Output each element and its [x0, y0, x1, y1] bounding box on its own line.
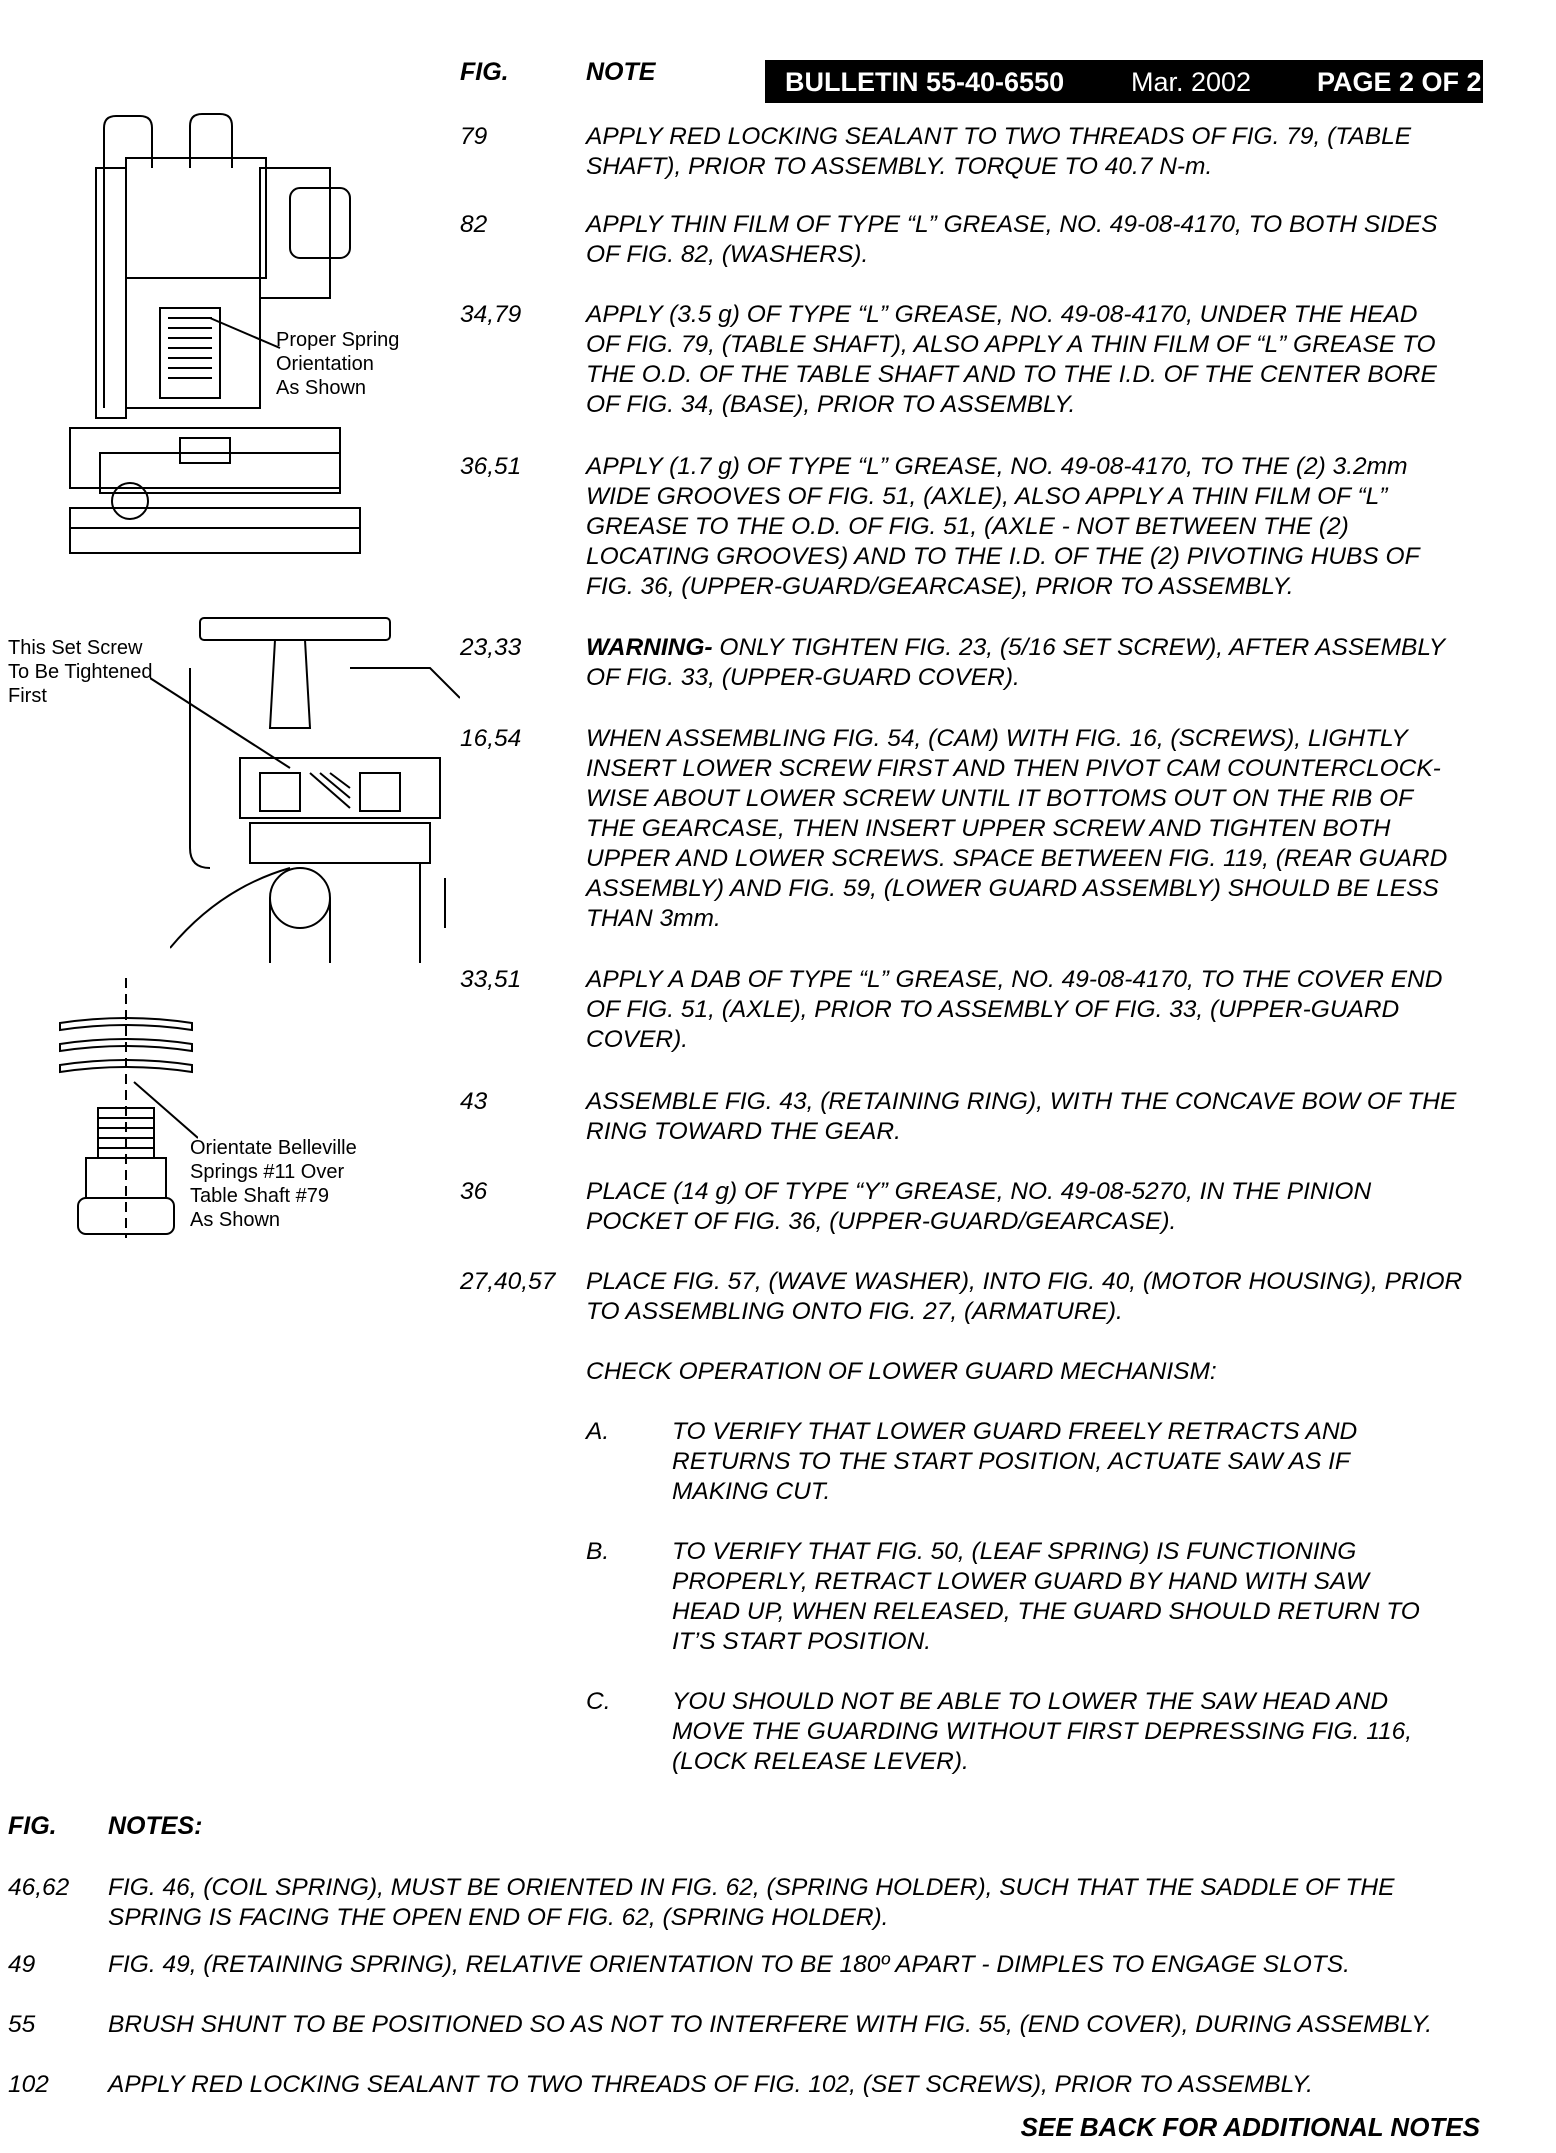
bottom-fig-46-62: 46,62: [8, 1874, 70, 1901]
check-item-c-text: YOU SHOULD NOT BE ABLE TO LOWER THE SAW …: [672, 1688, 1413, 1775]
note-text-79: APPLY RED LOCKING SEALANT TO TWO THREADS…: [586, 123, 1412, 180]
bulletin-number: BULLETIN 55-40-6550: [785, 67, 1065, 97]
note-fig-79: 79: [460, 123, 488, 150]
belleville-springs-illustration: [59, 978, 198, 1238]
bottom-fig-49: 49: [8, 1951, 36, 1978]
note-fig-34-79: 34,79: [460, 301, 522, 328]
note-text-82: APPLY THIN FILM OF TYPE “L” GREASE, NO. …: [586, 211, 1438, 268]
spring-orientation-caption: Proper Spring Orientation As Shown: [276, 329, 400, 399]
bottom-fig-55: 55: [8, 2011, 36, 2038]
note-fig-27-40-57: 27,40,57: [460, 1268, 556, 1295]
note-text-36: PLACE (14 g) OF TYPE “Y” GREASE, NO. 49-…: [586, 1178, 1372, 1235]
bulletin-banner: BULLETIN 55-40-6550 Mar. 2002 PAGE 2 OF …: [765, 60, 1483, 103]
check-item-a-text: TO VERIFY THAT LOWER GUARD FREELY RETRAC…: [672, 1418, 1358, 1505]
page-number: PAGE 2 OF 2: [1317, 67, 1482, 97]
note-text-34-79: APPLY (3.5 g) OF TYPE “L” GREASE, NO. 49…: [586, 301, 1437, 418]
note-text-33-51: APPLY A DAB OF TYPE “L” GREASE, NO. 49-0…: [586, 966, 1443, 1053]
note-fig-36: 36: [460, 1178, 488, 1205]
fig-column-label: FIG.: [460, 58, 509, 86]
note-text-36-51: APPLY (1.7 g) OF TYPE “L” GREASE, NO. 49…: [586, 453, 1420, 600]
bottom-note-102: APPLY RED LOCKING SEALANT TO TWO THREADS…: [108, 2071, 1313, 2098]
belleville-caption: Orientate Belleville Springs #11 Over Ta…: [190, 1137, 357, 1231]
note-fig-82: 82: [460, 211, 488, 238]
note-fig-23-33: 23,33: [460, 634, 522, 661]
note-column-label: NOTE: [586, 58, 656, 86]
check-item-b-text: TO VERIFY THAT FIG. 50, (LEAF SPRING) IS…: [672, 1538, 1420, 1655]
check-item-c-letter: C.: [586, 1688, 611, 1715]
bottom-fig-102: 102: [8, 2071, 49, 2098]
note-fig-16-54: 16,54: [460, 725, 522, 752]
check-item-a-letter: A.: [586, 1418, 610, 1445]
warning-label: WARNING-: [586, 634, 713, 661]
note-fig-33-51: 33,51: [460, 966, 522, 993]
bottom-note-55: BRUSH SHUNT TO BE POSITIONED SO AS NOT T…: [108, 2011, 1433, 2038]
saw-head-spring-illustration: [69, 113, 361, 554]
check-heading: CHECK OPERATION OF LOWER GUARD MECHANISM…: [586, 1358, 1217, 1385]
set-screw-illustration: [170, 617, 460, 963]
note-text-16-54: WHEN ASSEMBLING FIG. 54, (CAM) WITH FIG.…: [586, 725, 1448, 932]
footer-see-back: SEE BACK FOR ADDITIONAL NOTES: [1020, 2112, 1480, 2142]
set-screw-caption: This Set Screw To Be Tightened First: [8, 637, 153, 707]
bottom-notes-label: NOTES:: [108, 1812, 203, 1840]
note-fig-36-51: 36,51: [460, 453, 522, 480]
bottom-note-49: FIG. 49, (RETAINING SPRING), RELATIVE OR…: [108, 1951, 1350, 1978]
note-text-23-33: WARNING- ONLY TIGHTEN FIG. 23, (5/16 SET…: [586, 634, 1446, 691]
check-item-b-letter: B.: [586, 1538, 610, 1565]
bottom-note-46-62: FIG. 46, (COIL SPRING), MUST BE ORIENTED…: [108, 1874, 1395, 1931]
set-screw-leader-line: [150, 677, 291, 769]
note-fig-43: 43: [460, 1088, 488, 1115]
note-text-27-40-57: PLACE FIG. 57, (WAVE WASHER), INTO FIG. …: [586, 1268, 1463, 1325]
note-text-43: ASSEMBLE FIG. 43, (RETAINING RING), WITH…: [586, 1088, 1457, 1145]
bottom-fig-label: FIG.: [8, 1812, 57, 1840]
bulletin-date: Mar. 2002: [1131, 67, 1252, 97]
